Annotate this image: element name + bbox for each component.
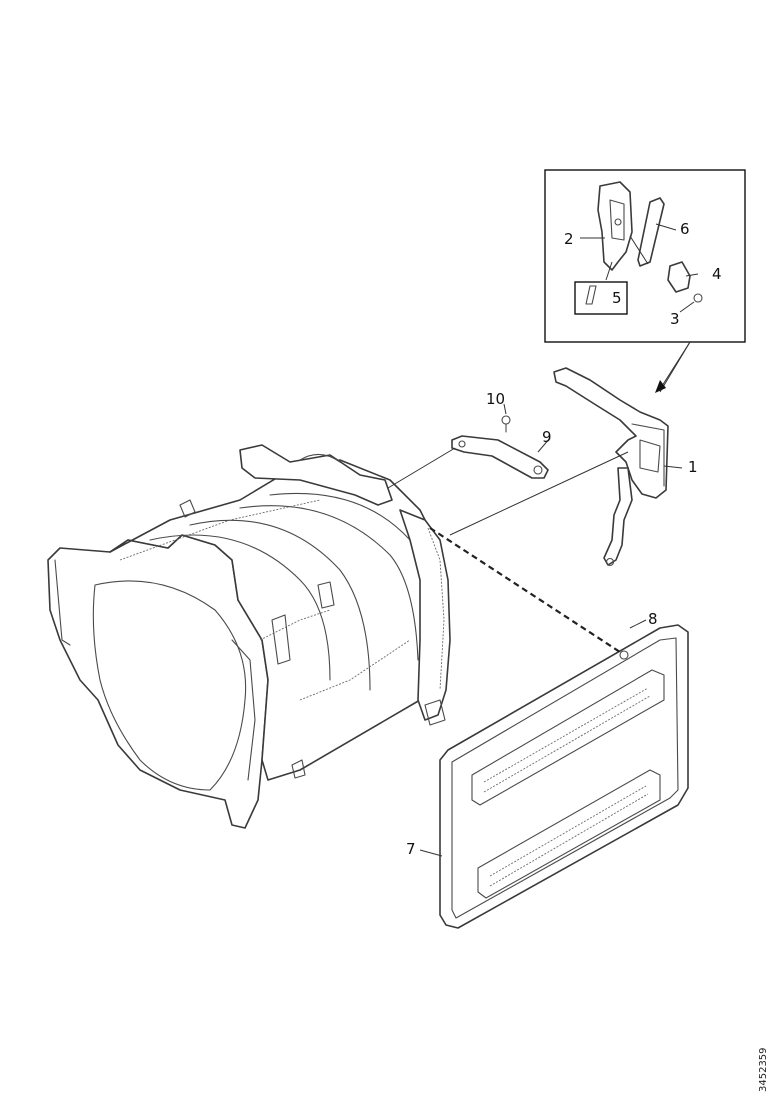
callout-labels: 1 2 3 4 5 6 7 8 9 10	[406, 220, 722, 858]
detail-inset	[544, 169, 746, 393]
drawing-number: 3452359	[758, 1047, 769, 1092]
callout-4: 4	[712, 265, 722, 283]
main-housing	[47, 444, 451, 829]
assembly-guide-lines	[387, 447, 629, 653]
callout-7: 7	[406, 840, 416, 858]
bracket-9	[451, 415, 549, 479]
callout-9: 9	[542, 428, 552, 446]
callout-2: 2	[564, 230, 574, 248]
callout-5: 5	[612, 289, 622, 307]
callout-3: 3	[670, 310, 680, 328]
cover-panel	[439, 624, 689, 929]
hinge-assembly-1	[553, 367, 669, 567]
callout-1: 1	[688, 458, 698, 476]
callout-10: 10	[486, 390, 505, 408]
callout-8: 8	[648, 610, 658, 628]
callout-6: 6	[680, 220, 690, 238]
callout-leaders	[419, 223, 699, 857]
